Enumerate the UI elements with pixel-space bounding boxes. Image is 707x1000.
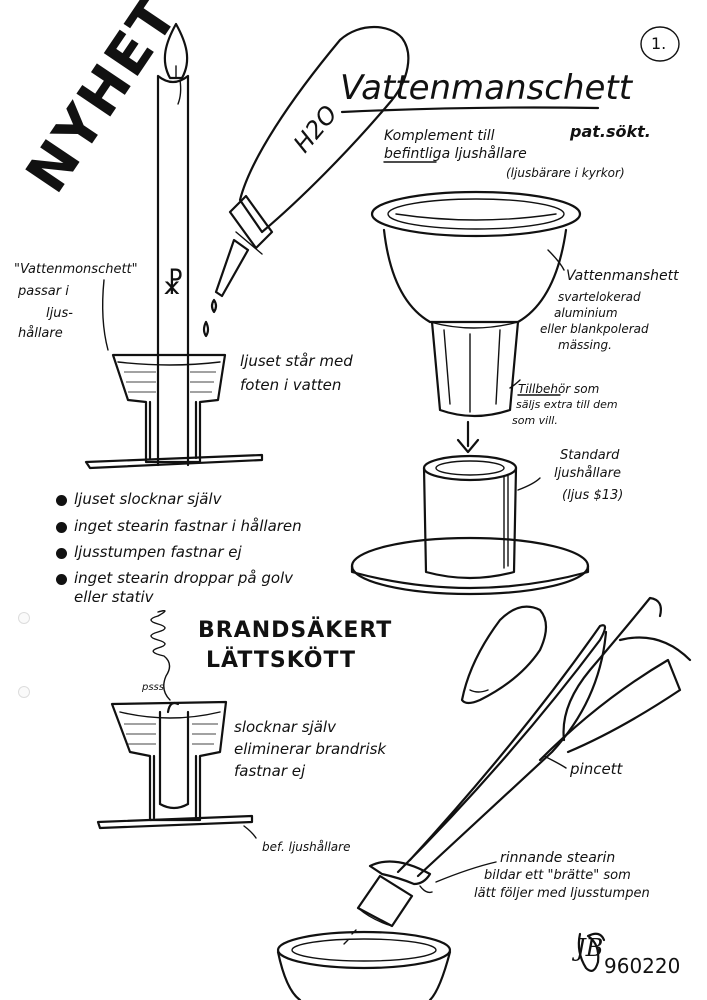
water-drop <box>210 298 218 314</box>
tweezers-label: pincett <box>570 760 623 778</box>
benefit-2: inget stearin fastnar i hållaren <box>74 517 302 535</box>
patent-pending: pat.sökt. <box>570 122 651 141</box>
tall-candle <box>156 74 190 467</box>
cup-note-line-3: aluminium <box>554 306 618 320</box>
thumb <box>460 605 548 705</box>
benefit-4: inget stearin droppar på golv <box>74 569 294 587</box>
holder-note-line-1: Standard <box>560 448 620 463</box>
bullet-icon <box>56 574 67 585</box>
intro-line-3: (ljusbärare i kyrkor) <box>506 166 625 180</box>
wax-note-line-2: bildar ett "brätte" som <box>484 868 631 883</box>
tweezers <box>396 624 607 874</box>
assembly-arrow <box>456 420 480 454</box>
extinguish-note-line-3: fastnar ej <box>234 762 306 780</box>
bullet-icon <box>56 548 67 559</box>
holder-note-line-3: (ljus $13) <box>562 488 624 503</box>
left-note-line-2: passar i <box>18 284 69 299</box>
cuff-bowl <box>382 228 568 324</box>
accessory-note-line-2: säljs extra till dem <box>516 398 618 411</box>
candle-flame <box>163 22 189 80</box>
bullet-icon <box>56 495 67 506</box>
bottle-nozzle <box>214 238 250 298</box>
title: Vattenmanschett <box>340 68 633 108</box>
holder-tube-top <box>422 454 518 482</box>
signature-loop <box>577 932 606 972</box>
title-underline <box>340 106 600 114</box>
cup-note-line-5: mässing. <box>558 338 612 352</box>
safety-line-2: LÄTTSKÖTT <box>206 648 356 673</box>
intro-line-1: Komplement till <box>384 128 495 144</box>
existing-holder-label: bef. ljushållare <box>262 840 351 854</box>
standard-holder-drawing <box>350 454 590 596</box>
extinguished-cuff-drawing <box>96 700 257 839</box>
bottle-body <box>238 26 410 234</box>
hand-tweezers-drawing <box>343 596 692 945</box>
wax-note-line-1: rinnande stearin <box>500 850 616 866</box>
accessory-note-line-1: Tillbehör som <box>518 382 600 396</box>
date-code: 960220 <box>604 954 681 978</box>
candle-note-line-1: ljuset står med <box>240 352 353 370</box>
holder-plate <box>350 536 590 596</box>
left-note-line-3: ljus- <box>46 306 73 321</box>
candle-note-line-2: foten i vatten <box>240 376 342 394</box>
safety-line-1: BRANDSÄKERT <box>198 618 393 643</box>
page-number: 1. <box>651 34 667 53</box>
extinguish-note-line-2: eliminerar brandrisk <box>234 740 387 758</box>
holder-tube <box>422 466 518 580</box>
bullet-icon <box>56 522 67 533</box>
water-cuff-top <box>111 353 227 464</box>
cuff-rim <box>370 190 582 238</box>
left-note-line-4: hållare <box>18 326 63 341</box>
candle-in-cuff-drawing <box>84 22 264 470</box>
existing-holder-base <box>96 814 254 830</box>
extinguish-note-line-1: slocknar själv <box>234 718 336 736</box>
water-bottle-drawing <box>202 26 410 338</box>
left-note-line-1: "Vattenmonschett" <box>14 262 138 277</box>
candle-stub <box>356 874 414 928</box>
bottle-neck <box>228 194 274 250</box>
holder-base-plate <box>84 453 264 470</box>
benefit-1: ljuset slocknar själv <box>74 490 222 508</box>
benefit-3: ljusstumpen fastnar ej <box>74 543 242 561</box>
binder-hole <box>18 612 30 624</box>
page-number-circle <box>640 26 680 62</box>
benefit-4-cont: eller stativ <box>74 588 154 606</box>
intro-line-2: befintliga ljushållare <box>384 146 527 162</box>
smoke-swirl <box>150 609 171 701</box>
candle-symbol: ☧ <box>162 268 184 301</box>
accessory-note-line-3: som vill. <box>512 414 558 427</box>
holder-note-line-2: ljushållare <box>554 466 621 481</box>
cup-note-line-1: Vattenmanshett <box>566 268 679 284</box>
signature-initials: JB <box>576 934 604 962</box>
cuff-product-drawing <box>370 190 582 418</box>
water-drop <box>202 320 210 338</box>
cuff-stem <box>430 320 520 418</box>
bottom-cuff-drawing <box>276 930 452 1000</box>
sound-effect: psss <box>142 682 164 693</box>
wax-note-line-3: lätt följer med ljusstumpen <box>474 886 650 901</box>
cup-note-line-4: eller blankpolerad <box>540 322 649 336</box>
binder-hole <box>18 686 30 698</box>
cup-note-line-2: svartelokerad <box>558 290 641 304</box>
finger <box>562 596 662 742</box>
wax-brim <box>368 860 432 886</box>
